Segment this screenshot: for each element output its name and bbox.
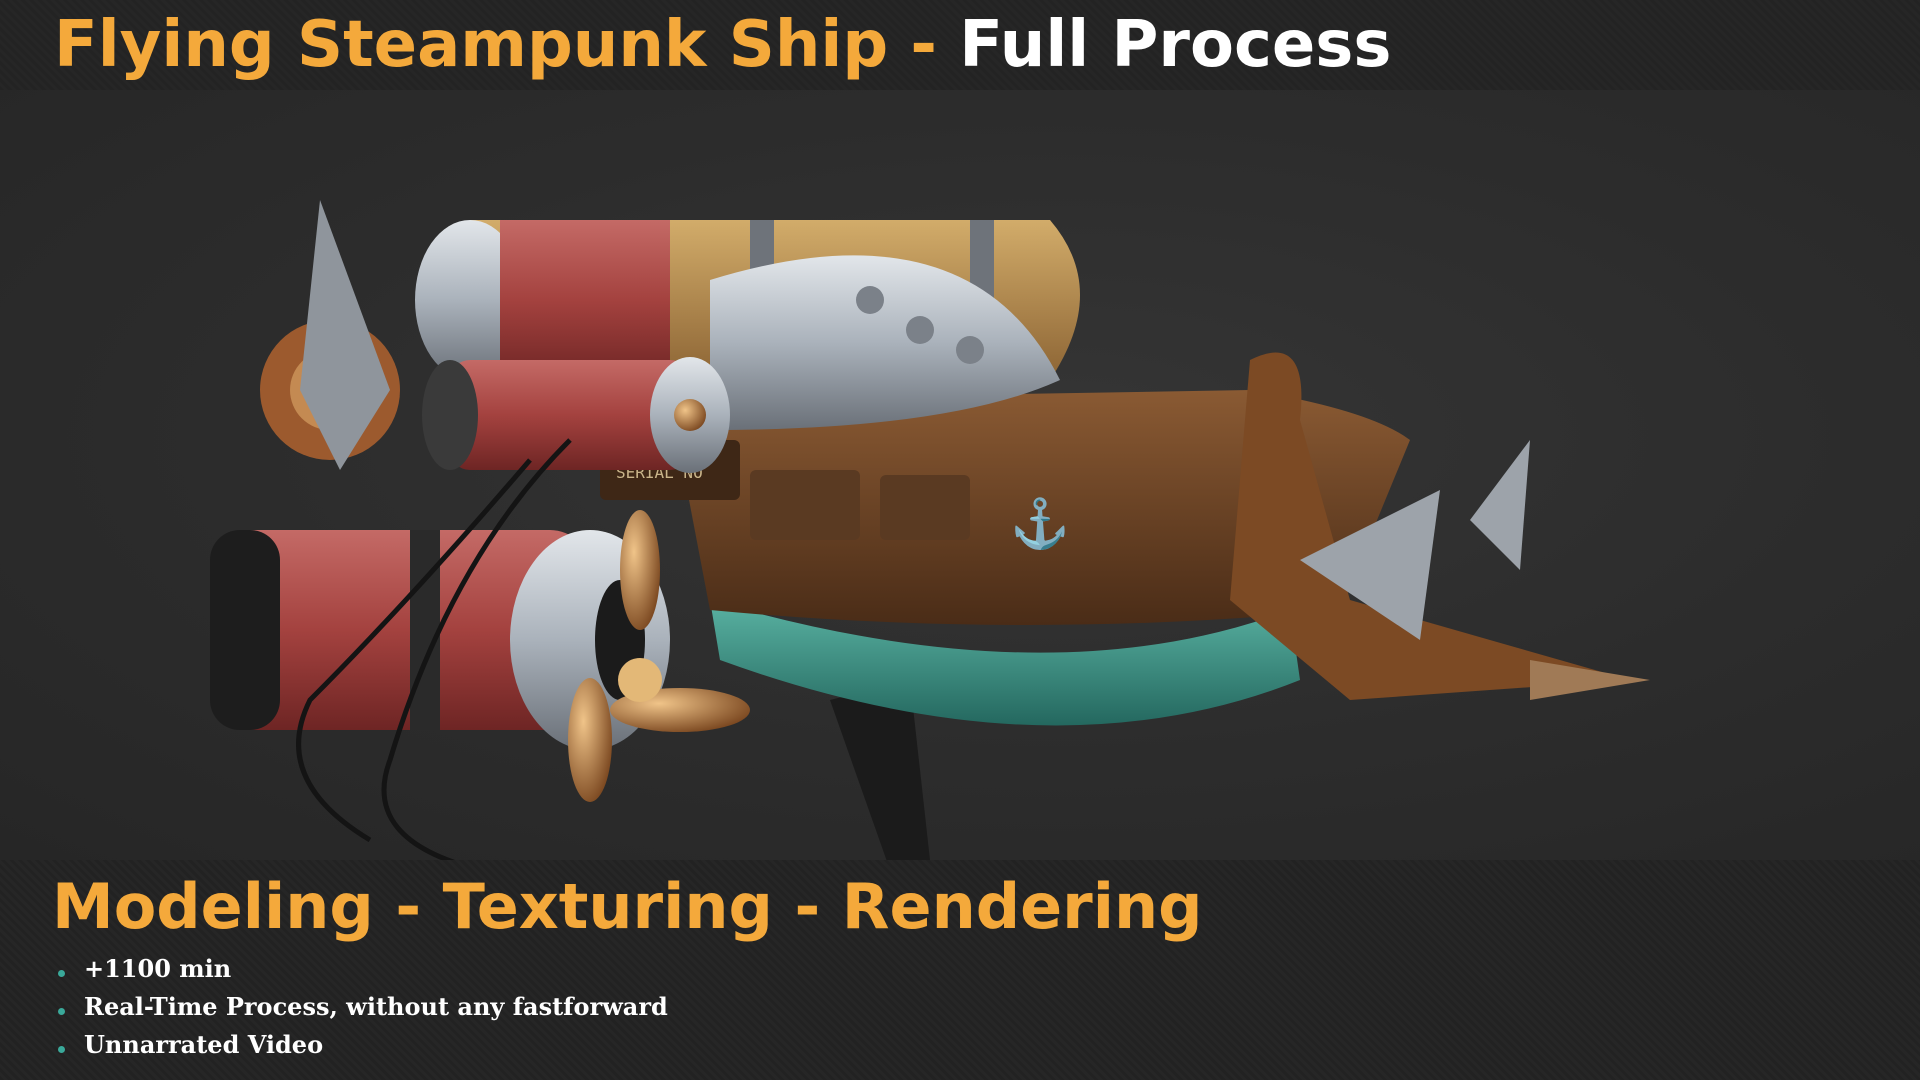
feature-item: Unnarrated Video <box>58 1026 668 1064</box>
feature-item: +1100 min <box>58 950 668 988</box>
steampunk-ship-render: ⚓ SERIAL NO <box>210 200 1650 873</box>
feature-item: Real-Time Process, without any fastforwa… <box>58 988 668 1026</box>
bullet-dot-icon <box>58 1046 65 1053</box>
title-main: Full Process <box>959 8 1392 82</box>
subtitle: Modeling - Texturing - Rendering <box>52 870 1203 943</box>
bullet-dot-icon <box>58 970 65 977</box>
page-title: Flying Steampunk Ship - Full Process <box>54 4 1391 86</box>
bullet-dot-icon <box>58 1008 65 1015</box>
info-band <box>0 860 1920 1080</box>
render-stage: ⚓ SERIAL NO <box>0 90 1920 873</box>
wooden-hull: ⚓ SERIAL NO <box>600 390 1410 625</box>
feature-text: Unnarrated Video <box>84 1030 324 1059</box>
feature-list: +1100 min Real-Time Process, without any… <box>58 950 668 1064</box>
metal-dome <box>710 255 1060 430</box>
teal-underbelly <box>710 600 1300 726</box>
feature-text: +1100 min <box>84 954 232 983</box>
lower-front-engine <box>210 530 670 750</box>
title-band <box>0 0 1920 90</box>
feature-text: Real-Time Process, without any fastforwa… <box>84 992 668 1021</box>
svg-text:⚓: ⚓ <box>1010 496 1070 552</box>
title-accent: Flying Steampunk Ship - <box>54 8 960 82</box>
power-cables <box>296 438 572 873</box>
front-propeller <box>568 510 750 802</box>
middle-red-engine <box>422 357 730 473</box>
bow-ram <box>1230 352 1650 700</box>
display-stand <box>830 680 930 870</box>
rear-fan <box>260 200 400 470</box>
